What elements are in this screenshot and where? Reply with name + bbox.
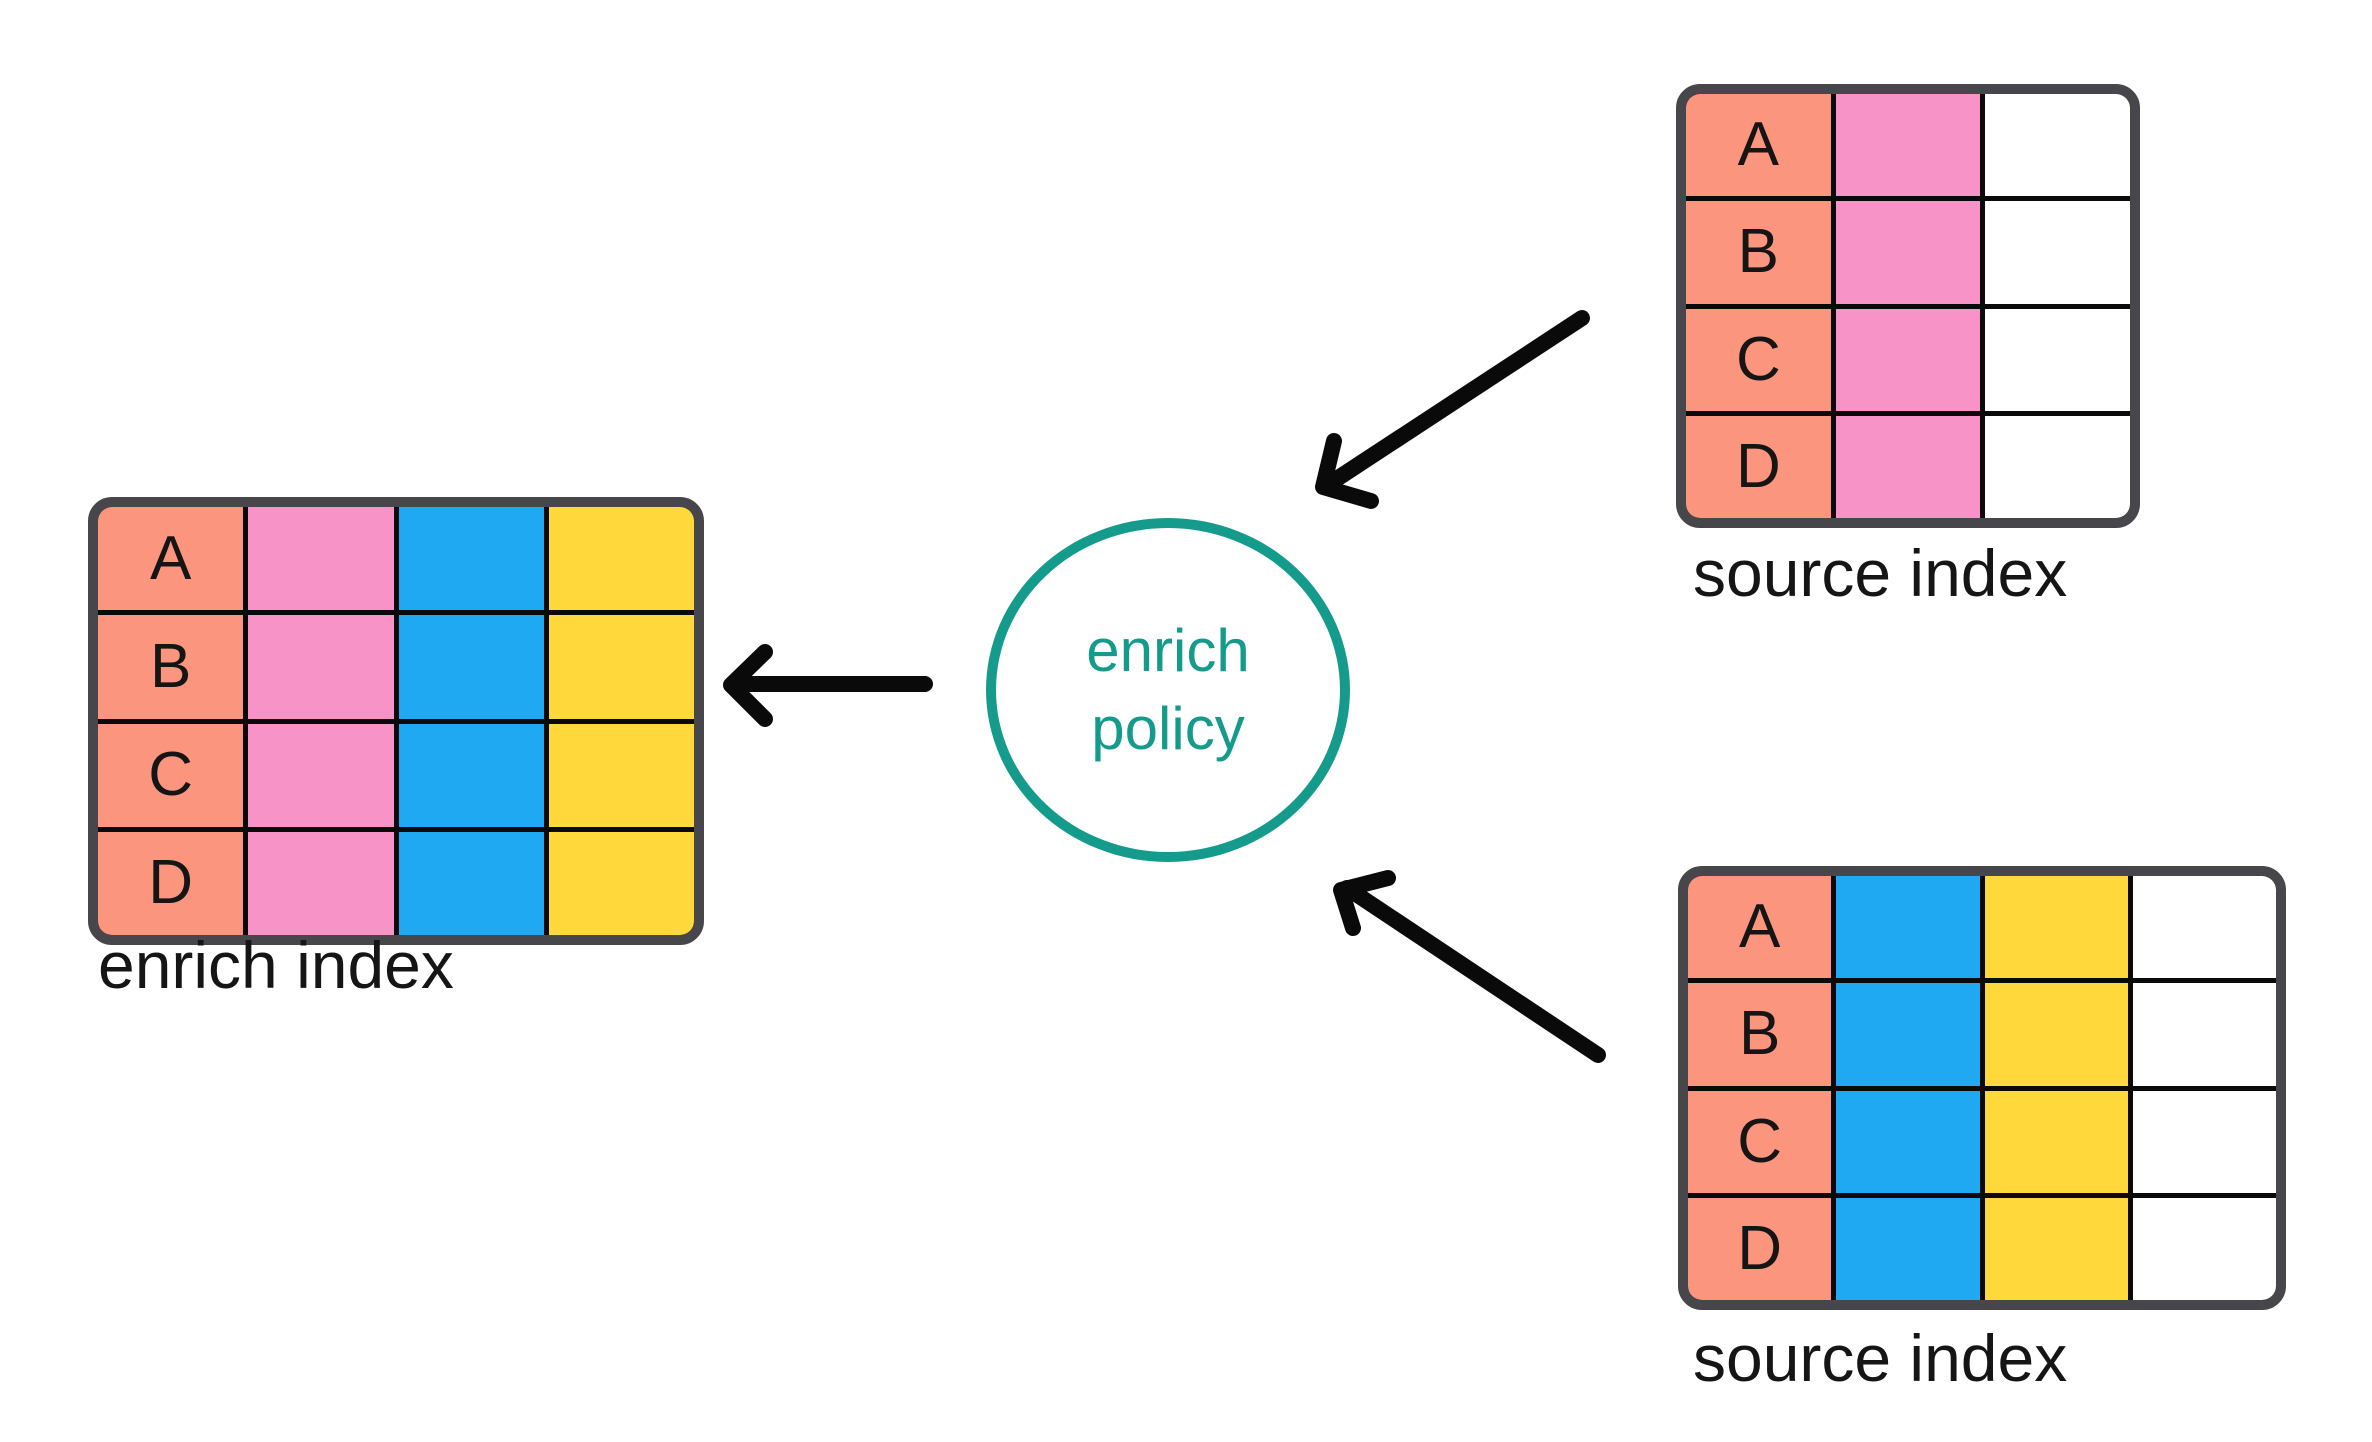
- row-key-label: B: [149, 631, 192, 701]
- row-key-label: C: [148, 740, 194, 810]
- source-index-bottom-label: source index: [1693, 1321, 2068, 1395]
- cell-blue: [1836, 876, 1980, 979]
- row-key-label: B: [1737, 217, 1779, 287]
- cell-key: A: [1686, 94, 1831, 197]
- source-index-bottom-table: A B C D: [1678, 866, 2286, 1310]
- row-key-label: A: [149, 523, 192, 593]
- cell-yellow: [1984, 876, 2128, 979]
- cell-yellow: [548, 507, 694, 611]
- cell-blue: [398, 831, 544, 935]
- row-key-label: C: [1737, 1106, 1783, 1176]
- enrich-policy-node: enrich policy: [986, 518, 1350, 862]
- cell-yellow: [548, 723, 694, 827]
- row-key-label: C: [1735, 324, 1781, 394]
- cell-key: C: [1688, 1090, 1832, 1193]
- cell-key: D: [1688, 1197, 1832, 1300]
- source-index-top-label: source index: [1693, 536, 2068, 610]
- cell-key: D: [1686, 415, 1831, 518]
- cell-empty: [2132, 876, 2276, 979]
- cell-blue: [1836, 1197, 1980, 1300]
- cell-key: B: [1688, 983, 1832, 1086]
- cell-empty: [2132, 1090, 2276, 1193]
- cell-yellow: [548, 831, 694, 935]
- cell-key: C: [1686, 308, 1831, 411]
- cell-blue: [1836, 983, 1980, 1086]
- cell-yellow: [1984, 1090, 2128, 1193]
- row-key-label: D: [1735, 431, 1781, 501]
- cell-blue: [398, 723, 544, 827]
- cell-pink: [1835, 201, 1981, 304]
- row-key-label: D: [1737, 1213, 1783, 1283]
- cell-empty: [2132, 983, 2276, 1086]
- enrich-policy-label-line1: enrich: [1086, 617, 1250, 684]
- cell-pink: [1835, 94, 1981, 197]
- cell-empty: [1985, 94, 2130, 197]
- arrow-bottom-source-to-policy: [1333, 870, 1606, 1063]
- row-key-label: A: [1738, 892, 1781, 962]
- cell-pink: [248, 507, 394, 611]
- cell-blue: [398, 507, 544, 611]
- cell-key: A: [1688, 876, 1832, 979]
- arrow-top-source-to-policy: [1315, 310, 1590, 509]
- cell-yellow: [548, 615, 694, 719]
- cell-pink: [1835, 415, 1981, 518]
- enrich-index-label: enrich index: [98, 928, 454, 1002]
- cell-pink: [248, 615, 394, 719]
- cell-empty: [1985, 308, 2130, 411]
- cell-blue: [398, 615, 544, 719]
- cell-key: D: [98, 831, 244, 935]
- row-key-label: D: [148, 848, 194, 918]
- cell-empty: [1985, 415, 2130, 518]
- enrich-index-table: A B C D: [88, 497, 704, 945]
- source-index-top-table: A B C D: [1676, 84, 2140, 528]
- row-key-label: B: [1738, 999, 1781, 1069]
- row-key-label: A: [1737, 110, 1779, 180]
- cell-key: A: [98, 507, 244, 611]
- cell-pink: [248, 831, 394, 935]
- arrow-policy-to-enrich-index: [723, 644, 933, 727]
- cell-key: B: [1686, 201, 1831, 304]
- cell-key: B: [98, 615, 244, 719]
- enrich-policy-label-line2: policy: [1091, 695, 1245, 762]
- cell-key: C: [98, 723, 244, 827]
- cell-empty: [1985, 201, 2130, 304]
- cell-pink: [248, 723, 394, 827]
- cell-blue: [1836, 1090, 1980, 1193]
- cell-yellow: [1984, 1197, 2128, 1300]
- cell-yellow: [1984, 983, 2128, 1086]
- cell-empty: [2132, 1197, 2276, 1300]
- cell-pink: [1835, 308, 1981, 411]
